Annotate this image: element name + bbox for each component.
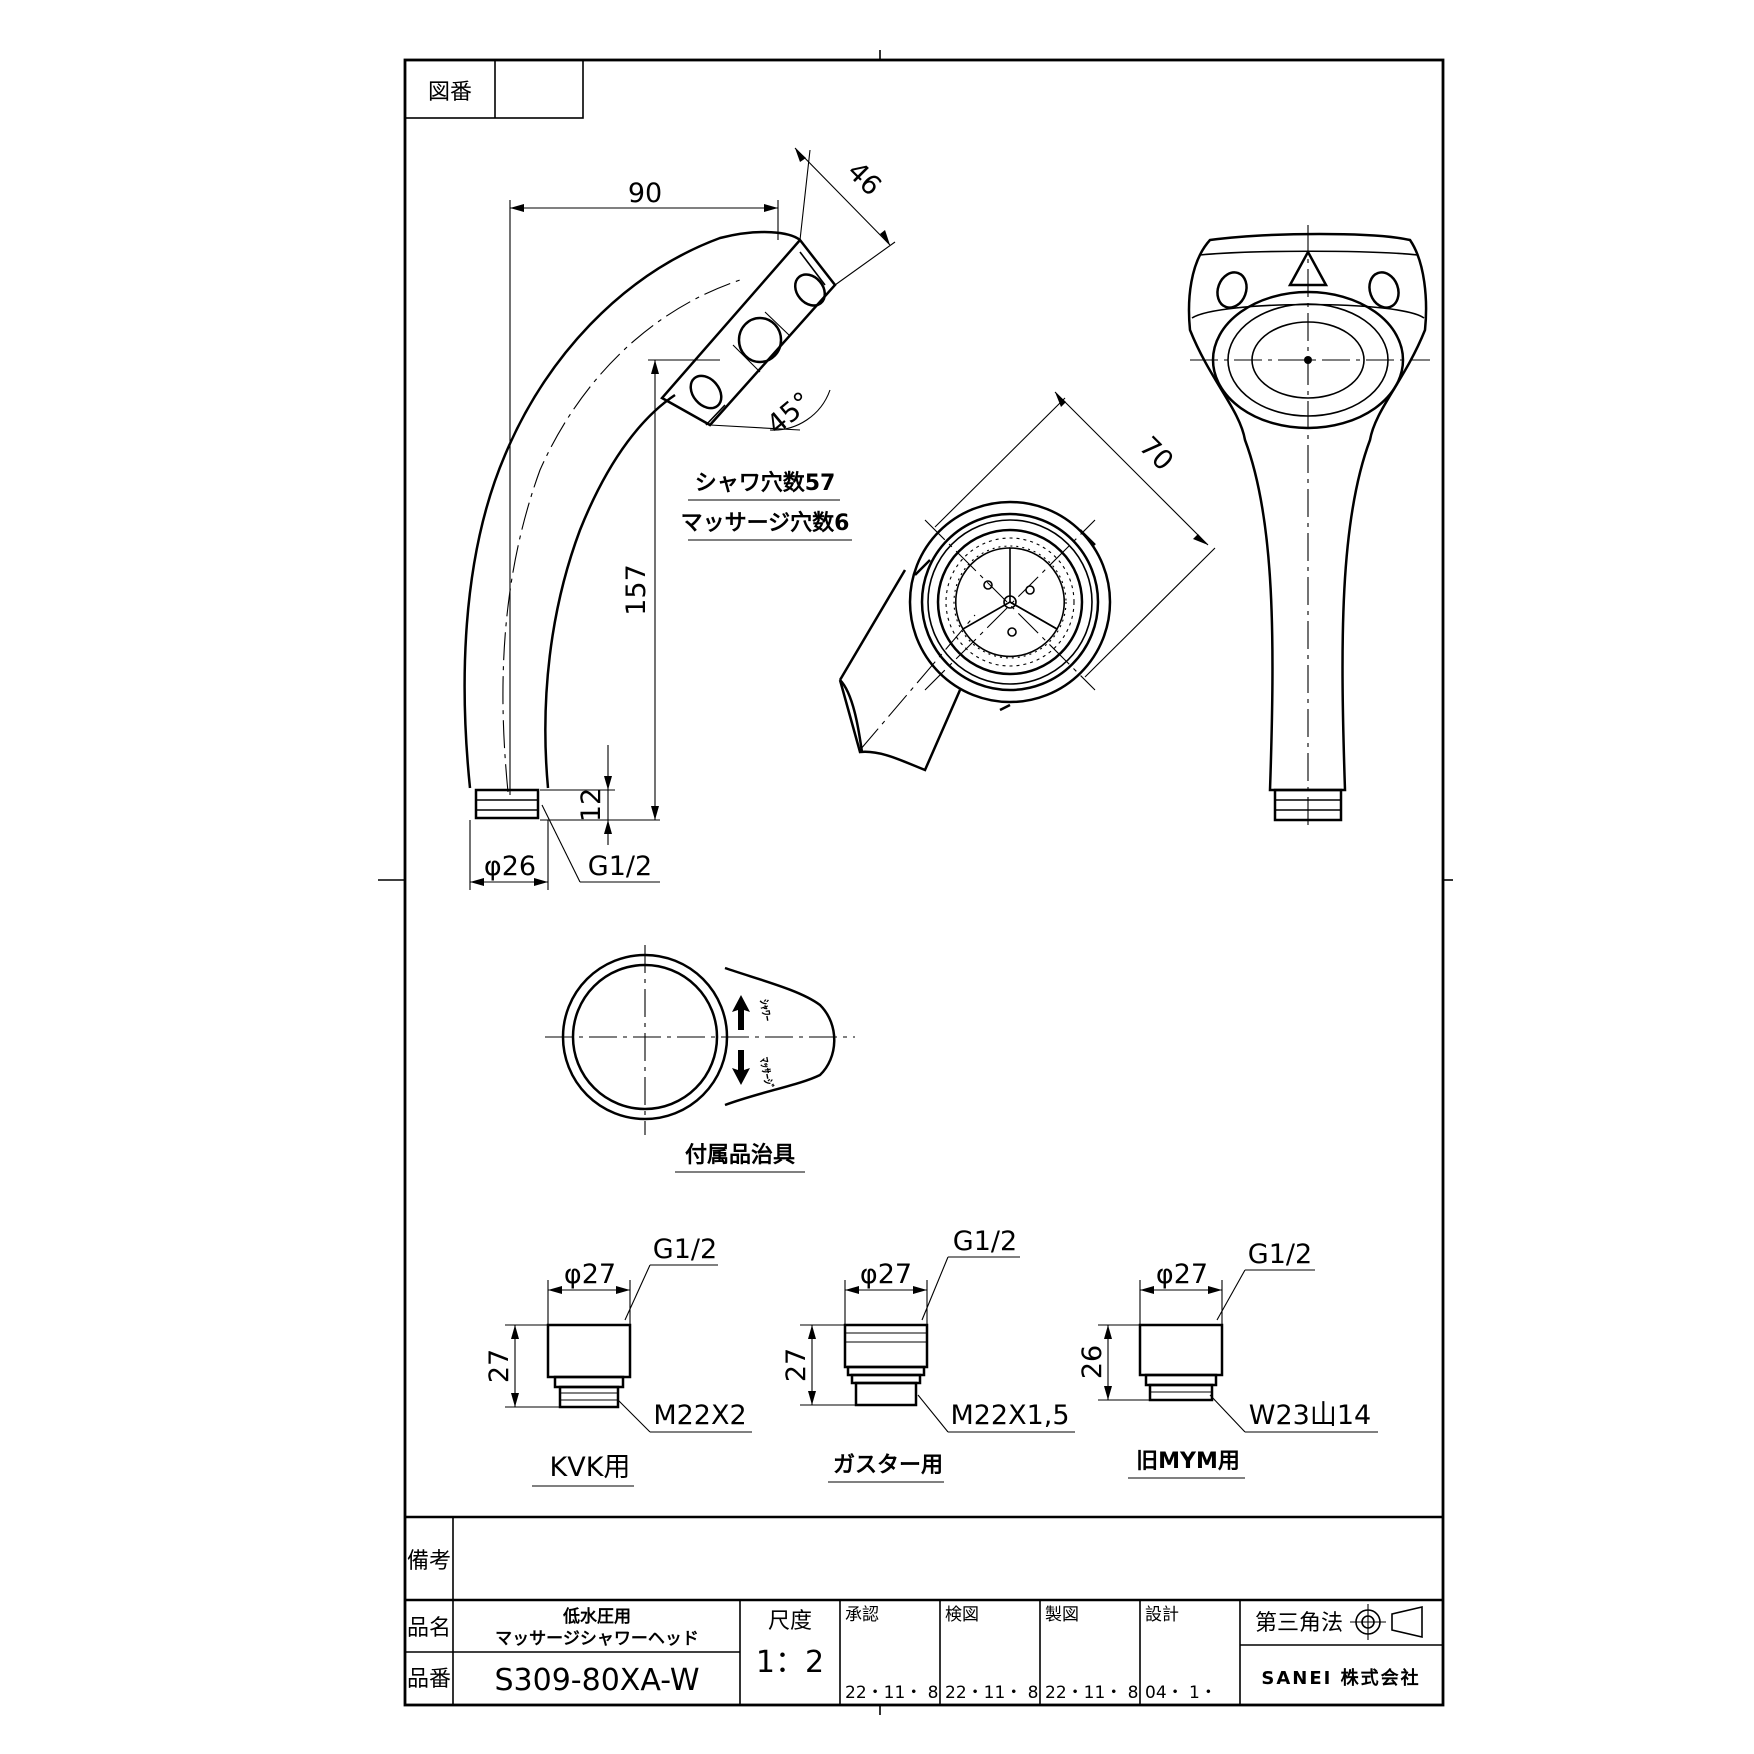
drawn-date: 22・11・ 8 xyxy=(1045,1683,1138,1703)
adapter-kvk: φ27 G1/2 27 M22X2 KVK用 xyxy=(484,1234,752,1487)
adapter-gastar: φ27 G1/2 27 M22X1,5 ガスター用 xyxy=(781,1226,1075,1483)
adapter-mym-height: 26 xyxy=(1077,1345,1108,1379)
adapter-gastar-thread-label: G1/2 xyxy=(953,1226,1017,1257)
part-number-label: 品番 xyxy=(407,1667,451,1692)
front-view xyxy=(1187,225,1430,830)
drawing-number-box: 図番 xyxy=(404,59,584,119)
adapter-kvk-body xyxy=(546,1323,632,1379)
approved-date: 22・11・ 8 xyxy=(845,1683,938,1703)
adapter-kvk-spec: M22X2 xyxy=(653,1400,746,1431)
face-view-outer-ring xyxy=(908,500,1112,704)
side-view-nozzle-2 xyxy=(793,273,827,307)
checked-date: 22・11・ 8 xyxy=(945,1683,1038,1703)
side-view-nozzle-3 xyxy=(689,374,723,410)
dim-height-157: 157 xyxy=(621,564,652,616)
side-view-thread xyxy=(474,788,540,820)
side-view-head xyxy=(660,238,837,427)
adapter-gastar-body xyxy=(843,1323,929,1369)
attached-tool: ｼｬﾜｰ ﾏｯｻｰｼﾞ 付属品治具 xyxy=(545,945,855,1173)
product-name-line2: マッサージシャワーヘッド xyxy=(495,1629,699,1649)
hole-count-notes: シャワ穴数57 マッサージ穴数6 xyxy=(681,470,852,541)
face-view: 70 xyxy=(838,391,1216,772)
adapter-mym-thread-label: G1/2 xyxy=(1248,1239,1312,1270)
remarks-label: 備考 xyxy=(407,1549,451,1574)
product-name-line1: 低水圧用 xyxy=(562,1606,631,1627)
checked-label: 検図 xyxy=(945,1605,979,1625)
dim-head-46: 46 xyxy=(841,156,887,202)
adapter-mym: φ27 G1/2 26 W23山14 旧MYM用 xyxy=(1077,1239,1378,1479)
dim-thread-length-12: 12 xyxy=(576,788,607,822)
adapter-mym-body xyxy=(1138,1323,1224,1377)
face-view-spray-plate xyxy=(936,528,1084,676)
scale-value: 1：2 xyxy=(756,1645,824,1680)
shower-hole-count: シャワ穴数57 xyxy=(695,470,836,496)
name-label: 品名 xyxy=(407,1616,451,1641)
massage-hole-count: マッサージ穴数6 xyxy=(681,510,850,536)
tool-label: 付属品治具 xyxy=(685,1142,795,1168)
adapter-gastar-dia: φ27 xyxy=(860,1259,912,1290)
drawn-label: 製図 xyxy=(1045,1605,1079,1625)
adapter-gastar-label: ガスター用 xyxy=(833,1453,943,1478)
tool-arrow-down-icon xyxy=(732,1050,750,1085)
tool-arrow-down-text: ﾏｯｻｰｼﾞ xyxy=(757,1056,777,1091)
adapter-kvk-dia: φ27 xyxy=(564,1259,616,1290)
dim-width-90: 90 xyxy=(628,178,662,209)
projection-label: 第三角法 xyxy=(1255,1611,1343,1636)
adapter-kvk-height: 27 xyxy=(484,1349,515,1383)
adapter-mym-spec: W23山14 xyxy=(1249,1400,1371,1431)
part-number: S309-80XA-W xyxy=(495,1663,700,1698)
dim-angle-45: 45° xyxy=(761,386,818,441)
approved-label: 承認 xyxy=(845,1605,879,1625)
title-block: 備考 品名 低水圧用 マッサージシャワーヘッド 品番 S309-80XA-W 尺… xyxy=(405,1515,1443,1705)
company-name: SANEI 株式会社 xyxy=(1261,1667,1420,1689)
scale-label: 尺度 xyxy=(768,1609,812,1634)
adapter-kvk-thread xyxy=(558,1385,620,1409)
adapter-kvk-label: KVK用 xyxy=(550,1452,631,1483)
adapter-kvk-thread-label: G1/2 xyxy=(653,1234,717,1265)
side-view-body-inner xyxy=(544,393,676,789)
drawing-number-label: 図番 xyxy=(428,80,472,105)
adapter-gastar-height: 27 xyxy=(781,1348,812,1382)
third-angle-projection-icon xyxy=(1350,1604,1423,1640)
dim-diameter-26: φ26 xyxy=(484,851,536,882)
tool-arrow-up-icon xyxy=(732,995,750,1030)
adapter-mym-label: 旧MYM用 xyxy=(1136,1449,1240,1474)
tool-handle xyxy=(724,966,836,1107)
adapter-gastar-thread xyxy=(854,1381,918,1407)
side-view-body-outer xyxy=(463,230,801,789)
side-view-nozzle-1 xyxy=(737,316,783,364)
face-view-handle xyxy=(838,569,962,772)
sheet-frame xyxy=(378,50,1453,1715)
design-label: 設計 xyxy=(1145,1605,1179,1625)
adapter-mym-dia: φ27 xyxy=(1156,1259,1208,1290)
dim-face-diameter-70: 70 xyxy=(1133,431,1179,477)
thread-g12-label: G1/2 xyxy=(588,851,652,882)
adapter-gastar-spec: M22X1,5 xyxy=(950,1400,1069,1431)
tool-arrow-up-text: ｼｬﾜｰ xyxy=(757,998,774,1022)
design-date: 04・ 1・ xyxy=(1145,1683,1217,1703)
